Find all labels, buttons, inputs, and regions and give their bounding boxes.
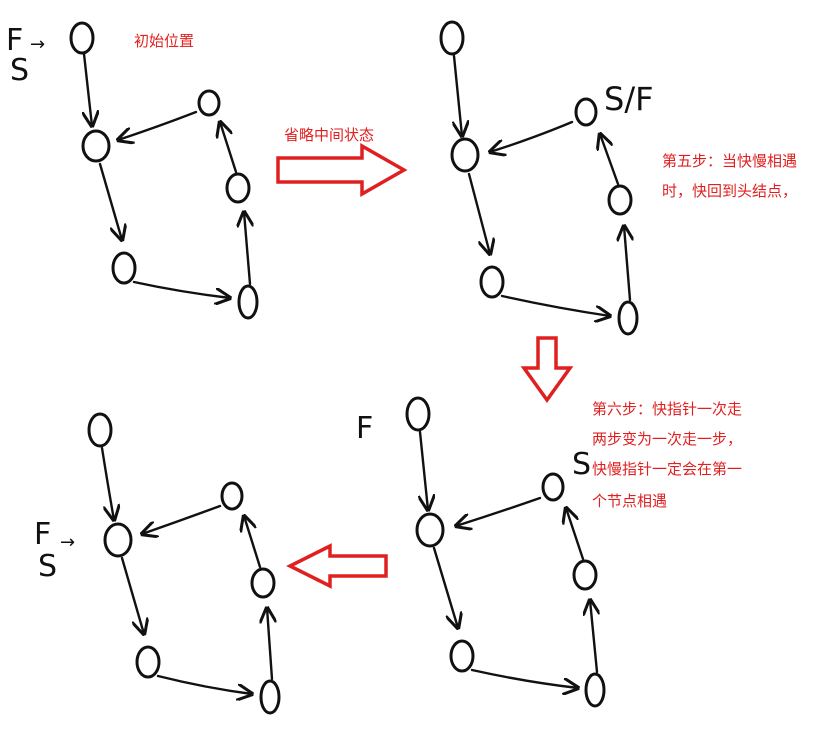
node-5 — [225, 172, 251, 204]
edge-entry-to-3 — [467, 172, 490, 254]
node-entry — [81, 129, 111, 163]
edge-5-to-6 — [244, 516, 262, 569]
edge-entry-to-3 — [98, 162, 122, 240]
edge-5-to-6 — [220, 122, 238, 174]
edge-4-to-5 — [590, 600, 597, 674]
pointer-meet-label: S/F — [604, 80, 654, 118]
node-4 — [259, 679, 281, 715]
pointer-slow-label: S — [10, 53, 29, 88]
node-head — [405, 396, 431, 432]
omitted-states-label: 省略中间状态 — [284, 126, 374, 144]
node-4 — [237, 284, 259, 320]
node-5 — [572, 559, 598, 591]
edge-entry-to-3 — [120, 556, 144, 634]
edge-3-to-4 — [500, 294, 610, 316]
edge-5-to-6 — [566, 508, 585, 561]
edge-head-to-entry — [100, 446, 114, 520]
node-5 — [250, 567, 276, 599]
edge-4-to-5 — [624, 226, 630, 302]
edge-6-to-entry — [118, 110, 198, 140]
pointer-fast-label: F — [356, 411, 373, 446]
node-head — [87, 412, 113, 448]
edge-3-to-4 — [470, 668, 578, 688]
node-3 — [449, 639, 475, 673]
edge-3-to-4 — [156, 674, 252, 694]
node-3 — [479, 265, 505, 299]
panel-step6: F S 第六步：快指针一次走 两步变为一次走一步， 快慢指针一定会在第一 个节点… — [356, 396, 742, 708]
pointer-slow-label: S — [38, 549, 57, 584]
transition-left — [286, 543, 388, 589]
pointer-arrow-glyph: → — [60, 532, 75, 553]
node-6 — [197, 89, 221, 117]
node-6 — [574, 97, 598, 127]
panel-step5: S/F 第五步：当快慢相遇 时，快回到头结点， — [439, 20, 797, 336]
edge-head-to-entry — [420, 430, 428, 510]
pointer-slow-label: S — [572, 447, 591, 482]
pointer-fast-label: F — [6, 23, 23, 58]
edge-4-to-5 — [244, 212, 250, 286]
node-head — [439, 20, 465, 56]
node-3 — [111, 251, 137, 285]
edge-head-to-entry — [454, 54, 462, 136]
caption-step5-line2: 时，快回到头结点， — [662, 182, 797, 200]
caption-step5-line1: 第五步：当快慢相遇 — [662, 152, 797, 170]
edge-6-to-entry — [142, 504, 222, 534]
big-arrow-right — [276, 142, 408, 198]
big-arrow-down — [520, 336, 574, 403]
node-4 — [617, 300, 639, 336]
caption-step6-line3: 快慢指针一定会在第一 — [592, 460, 742, 478]
edge-5-to-6 — [600, 134, 620, 186]
node-4 — [584, 672, 606, 708]
caption-step6-line4: 个节点相遇 — [592, 492, 667, 510]
node-entry — [415, 512, 445, 548]
caption-step6-line2: 两步变为一次走一步， — [592, 430, 742, 448]
node-head — [69, 21, 95, 55]
node-entry — [450, 137, 480, 173]
panel-final: F → S — [34, 412, 281, 715]
transition-down — [520, 336, 574, 403]
caption-initial: 初始位置 — [134, 32, 194, 50]
edge-4-to-5 — [267, 608, 272, 681]
pointer-fast-label: F — [34, 517, 51, 552]
node-entry — [103, 522, 133, 558]
edge-3-to-4 — [132, 280, 230, 298]
caption-step6-line1: 第六步：快指针一次走 — [592, 400, 742, 418]
node-6 — [541, 472, 565, 502]
edge-head-to-entry — [84, 52, 92, 126]
node-3 — [135, 645, 161, 679]
panel-initial: F → S 初始位置 — [6, 21, 259, 320]
big-arrow-left — [286, 543, 388, 589]
node-6 — [220, 481, 244, 511]
pointer-arrow-glyph: → — [30, 34, 45, 55]
edge-6-to-entry — [490, 120, 574, 152]
transition-right: 省略中间状态 — [276, 126, 408, 198]
edge-6-to-entry — [456, 496, 542, 526]
edge-entry-to-3 — [432, 546, 458, 628]
node-5 — [607, 184, 633, 216]
